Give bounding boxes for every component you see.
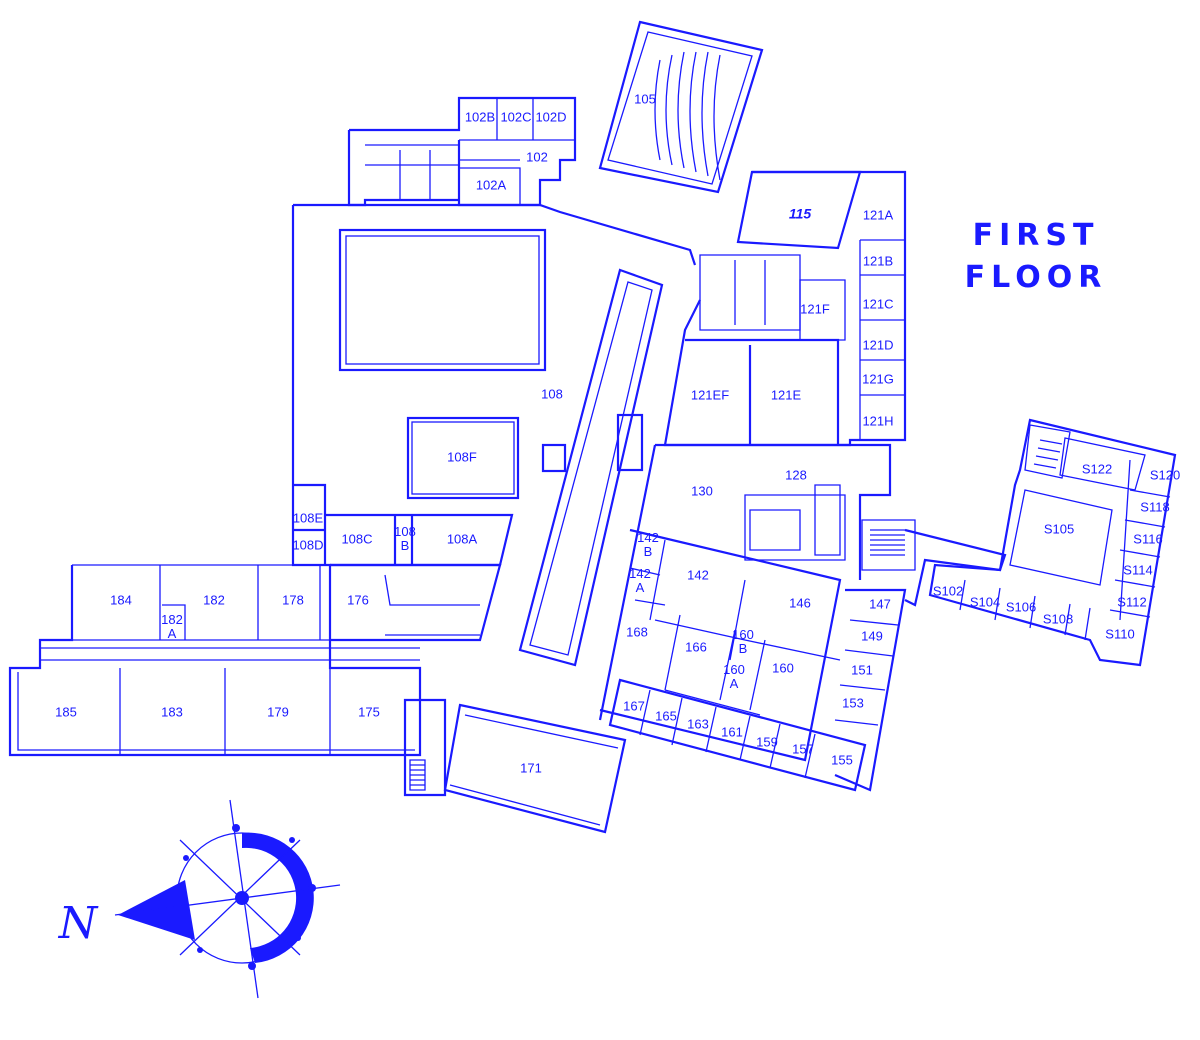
room-label-s110: S110 xyxy=(1105,626,1134,641)
room-label-176: 176 xyxy=(347,592,369,607)
room-label-121f: 121F xyxy=(800,301,830,316)
room-label-105: 105 xyxy=(634,91,656,106)
room-label-185: 185 xyxy=(55,704,77,719)
room-label-167: 167 xyxy=(623,698,645,713)
room-label-183: 183 xyxy=(161,704,183,719)
room-label-102: 102 xyxy=(526,149,548,164)
room-label-121ef: 121EF xyxy=(691,387,729,402)
room-label-163: 163 xyxy=(687,716,709,731)
room-label-175: 175 xyxy=(358,704,380,719)
room-label-155: 155 xyxy=(831,752,853,767)
room-label-102b: 102B xyxy=(465,109,495,124)
room-label-153: 153 xyxy=(842,695,864,710)
room-label-s112: S112 xyxy=(1117,594,1146,609)
room-label-161: 161 xyxy=(721,724,743,739)
room-label-s118: S118 xyxy=(1140,499,1169,514)
room-label-121b: 121B xyxy=(863,253,893,268)
room-label-165: 165 xyxy=(655,708,677,723)
room-label-147: 147 xyxy=(869,596,891,611)
room-label-179: 179 xyxy=(267,704,289,719)
room-label-102c: 102C xyxy=(500,109,531,124)
room-label-108f: 108F xyxy=(447,449,477,464)
room-label-184: 184 xyxy=(110,592,132,607)
room-label-142: 142 xyxy=(687,567,709,582)
room-label-115: 115 xyxy=(789,206,812,222)
map-title-line-1: FIRST xyxy=(973,218,1100,253)
room-label-102a: 102A xyxy=(476,177,507,192)
room-label-121e: 121E xyxy=(771,387,802,402)
map-title-line-2: FLOOR xyxy=(965,260,1108,295)
building-walls xyxy=(8,20,1177,834)
room-label-s114: S114 xyxy=(1123,562,1152,577)
room-label-182: 182 xyxy=(203,592,225,607)
room-label-178: 178 xyxy=(282,592,304,607)
room-label-149: 149 xyxy=(861,628,883,643)
room-label-s120: S120 xyxy=(1150,467,1180,482)
room-label-171: 171 xyxy=(520,760,542,775)
room-label-108d: 108D xyxy=(292,537,323,552)
room-label-s116: S116 xyxy=(1133,531,1162,546)
north-label: N xyxy=(58,898,99,949)
room-label-160: 160 xyxy=(772,660,794,675)
room-label-121c: 121C xyxy=(862,296,893,311)
room-label-108: 108 xyxy=(541,386,563,401)
room-label-s108: S108 xyxy=(1043,611,1073,626)
room-label-159: 159 xyxy=(756,734,778,749)
compass-rose-icon xyxy=(114,799,341,999)
room-label-168: 168 xyxy=(626,624,648,639)
room-label-157: 157 xyxy=(792,741,814,756)
room-label-s105: S105 xyxy=(1044,521,1074,536)
room-label-s102: S102 xyxy=(933,583,963,598)
room-label-s106: S106 xyxy=(1006,599,1036,614)
room-label-128: 128 xyxy=(785,467,807,482)
room-label-121g: 121G xyxy=(862,371,894,386)
room-label-166: 166 xyxy=(685,639,707,654)
room-label-s122: S122 xyxy=(1082,461,1112,476)
room-label-151: 151 xyxy=(851,662,873,677)
room-label-146: 146 xyxy=(789,595,811,610)
room-label-121a: 121A xyxy=(863,207,894,222)
room-label-102d: 102D xyxy=(535,109,566,124)
room-label-121d: 121D xyxy=(862,337,893,352)
room-label-s104: S104 xyxy=(970,594,1000,609)
room-labels: 102B 102C 102D 102 102A 105 115 121A 121B 121C 121… xyxy=(55,91,1180,775)
room-label-130: 130 xyxy=(691,483,713,498)
room-label-121h: 121H xyxy=(862,413,893,428)
room-label-108c: 108C xyxy=(341,531,372,546)
room-label-108a: 108A xyxy=(447,531,478,546)
room-label-108e: 108E xyxy=(293,510,324,525)
